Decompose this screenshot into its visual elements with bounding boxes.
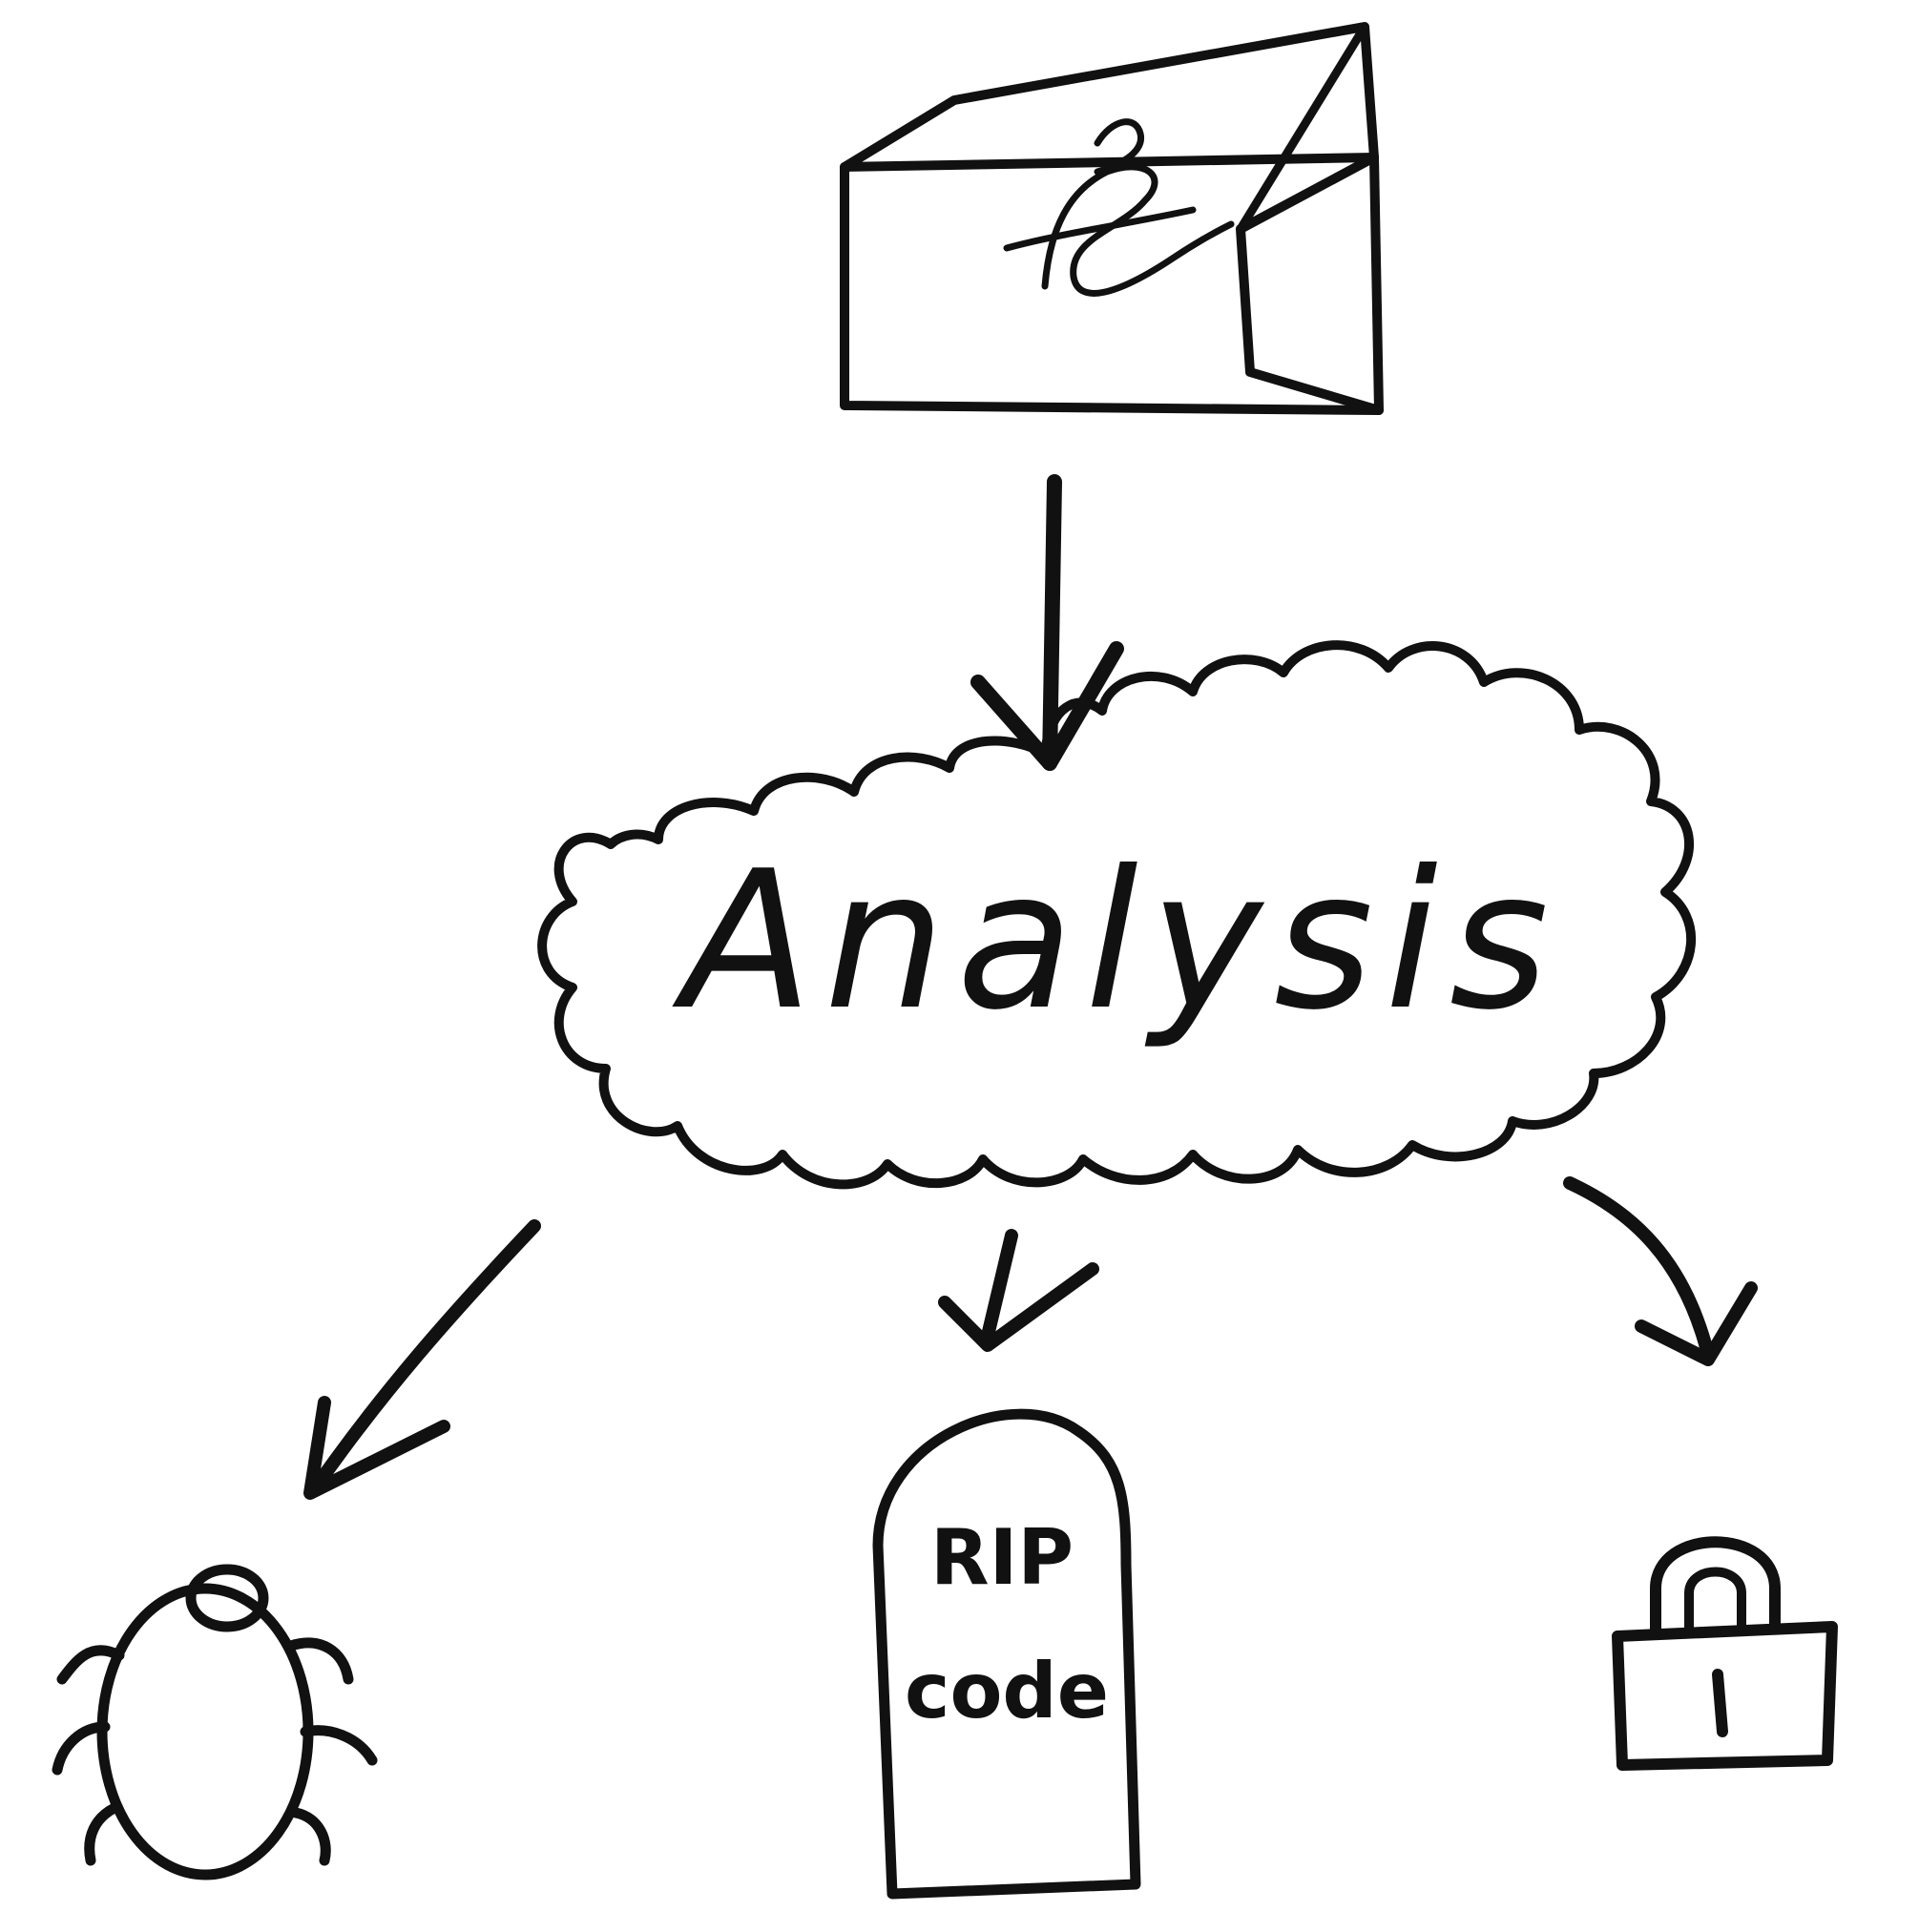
arrow-to-bug — [303, 1219, 541, 1500]
tombstone-icon: RIP code — [872, 1408, 1141, 1900]
tombstone-line-2: code — [905, 1647, 1109, 1735]
bug-icon — [52, 1564, 378, 1880]
padlock-icon — [1612, 1536, 1838, 1771]
tombstone-line-1: RIP — [930, 1513, 1074, 1602]
arrow-to-padlock — [1563, 1176, 1758, 1366]
analysis-label: Analysis — [672, 830, 1560, 1052]
arrow-box-to-analysis — [970, 474, 1124, 771]
package-box-icon — [840, 22, 1384, 415]
arrow-to-tombstone — [938, 1229, 1099, 1352]
analysis-cloud: Analysis — [537, 640, 1697, 1190]
